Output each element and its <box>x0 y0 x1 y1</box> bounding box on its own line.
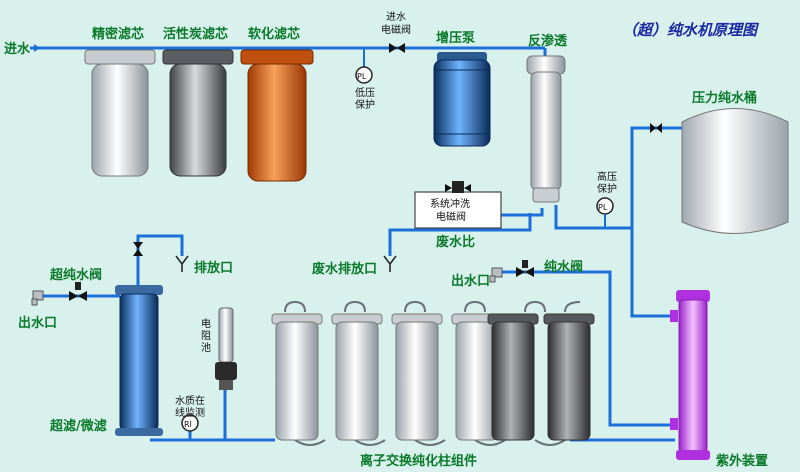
pure-water-valve <box>516 260 534 277</box>
high-pressure-gauge <box>596 197 614 228</box>
label-monitor-1: 水质在 <box>175 395 205 407</box>
carbon-filter <box>162 49 234 177</box>
water-outlet-tap <box>489 267 503 283</box>
inlet-solenoid-valve <box>389 43 405 53</box>
drain-port-icon <box>175 255 189 272</box>
low-pressure-gauge <box>355 48 373 84</box>
label-high-pressure-1: 高压 <box>597 170 617 183</box>
ultrapure-valve <box>69 282 87 301</box>
label-ultra-filter: 超滤/微滤 <box>50 418 107 434</box>
ion-exchange-columns <box>271 313 595 441</box>
uv-device <box>670 290 710 460</box>
label-resistor-3: 池 <box>201 341 211 354</box>
label-outlet-left: 出水口 <box>18 315 57 331</box>
pressure-tank <box>650 108 789 234</box>
label-waste-drain: 废水排放口 <box>312 261 377 277</box>
label-pl-high: PL <box>598 203 608 212</box>
label-water-outlet: 出水口 <box>451 273 490 289</box>
label-inlet: 进水 <box>4 41 31 57</box>
uv-feed-pipe <box>630 228 675 318</box>
ultra-filter-column <box>115 285 163 436</box>
waste-drain-icon <box>383 255 397 272</box>
uf-drain-valve <box>133 242 143 286</box>
label-carbon-filter: 活性炭滤芯 <box>163 26 228 42</box>
booster-pump <box>433 52 491 147</box>
label-inlet-valve-2: 电磁阀 <box>381 23 411 36</box>
softener-filter <box>240 49 314 182</box>
label-ro: 反渗透 <box>528 33 567 49</box>
ri-monitor <box>181 414 199 432</box>
left-outlet-tap <box>31 290 44 306</box>
label-high-pressure-2: 保护 <box>597 182 617 195</box>
label-softener-filter: 软化滤芯 <box>248 26 300 42</box>
label-resistor-2: 阻 <box>201 330 211 342</box>
label-drain-port: 排放口 <box>194 260 233 276</box>
diagram-title: （超）纯水机原理图 <box>622 21 760 39</box>
label-ri: RI <box>184 420 192 429</box>
label-inlet-valve-1: 进水 <box>386 11 406 23</box>
label-precision-filter: 精密滤芯 <box>92 26 144 42</box>
label-pure-valve: 纯水阀 <box>544 259 583 275</box>
resistivity-cell <box>215 307 237 390</box>
label-monitor-2: 线监测 <box>175 406 205 419</box>
ro-membrane <box>526 55 566 203</box>
waste-ratio-pipe <box>400 213 532 232</box>
inlet-arrow-icon <box>34 44 40 52</box>
label-waste-ratio: 废水比 <box>436 234 475 250</box>
label-ultra-valve: 超纯水阀 <box>50 267 102 283</box>
label-booster-pump: 增压泵 <box>436 30 475 46</box>
product-water-pipe <box>554 126 692 230</box>
label-low-pressure-1: 低压 <box>355 86 375 99</box>
waste-drain-pipe <box>388 228 400 256</box>
label-pl-low: PL <box>357 72 367 81</box>
label-flush-valve-1: 系统冲洗 <box>430 197 470 210</box>
label-flush-valve-2: 电磁阀 <box>436 210 466 223</box>
label-pressure-tank: 压力纯水桶 <box>692 90 757 106</box>
ion-interconnects <box>284 300 581 446</box>
pure-water-outlet-pipe <box>500 270 675 427</box>
label-resistor-1: 电 <box>201 317 211 330</box>
label-uv: 紫外装置 <box>716 453 768 469</box>
label-ion-exchange: 离子交换纯化柱组件 <box>360 453 477 469</box>
uf-drain-pipe <box>136 234 184 280</box>
label-low-pressure-2: 保护 <box>355 98 375 111</box>
precision-filter <box>84 49 156 177</box>
flush-solenoid-valve <box>414 181 502 229</box>
